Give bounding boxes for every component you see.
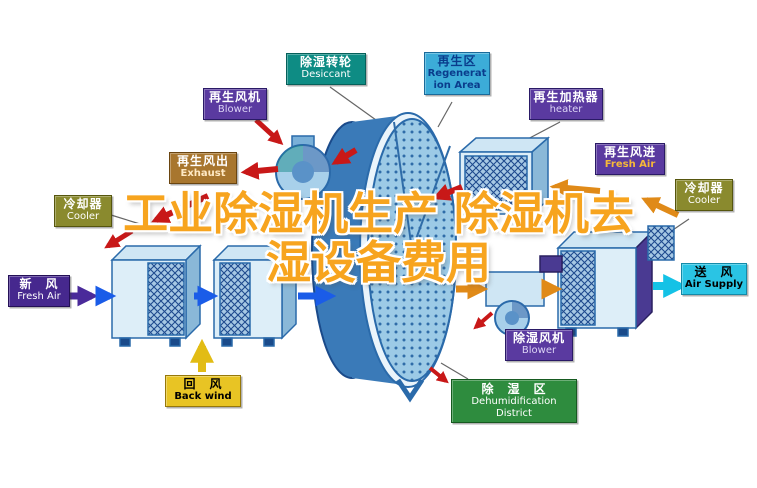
label-regen-heater-en: heater bbox=[549, 104, 583, 116]
supply-ahu-box bbox=[556, 230, 654, 337]
label-desiccant-wheel: 除湿转轮 Desiccant bbox=[286, 53, 366, 85]
label-fresh-air-inlet-zh: 新 风 bbox=[19, 277, 59, 291]
label-air-supply-zh: 送 风 bbox=[694, 265, 734, 279]
label-air-supply: 送 风 Air Supply bbox=[681, 263, 747, 295]
label-dehumidification-district-en2: District bbox=[496, 407, 532, 419]
label-regen-blower-zh: 再生风机 bbox=[208, 90, 261, 104]
desiccant-rotor bbox=[311, 112, 457, 403]
label-fresh-air-inlet: 新 风 Fresh Air bbox=[8, 275, 70, 307]
label-air-supply-en: Air Supply bbox=[684, 279, 744, 291]
label-dehumidification-district: 除 湿 区 Dehumidification District bbox=[451, 379, 577, 423]
label-dehumid-blower: 除湿风机 Blower bbox=[505, 329, 573, 361]
label-desiccant-wheel-en: Desiccant bbox=[301, 69, 351, 81]
label-cooler-left-zh: 冷却器 bbox=[63, 197, 103, 211]
label-fresh-air-inlet-en: Fresh Air bbox=[17, 291, 61, 303]
mixing-ahu-box bbox=[212, 244, 298, 347]
label-regeneration-area-zh: 再生区 bbox=[437, 54, 477, 68]
label-regeneration-area: 再生区 Regeneration Area bbox=[424, 52, 490, 95]
regen-blower-fan bbox=[275, 135, 331, 200]
label-leader-lines bbox=[110, 86, 690, 380]
label-regen-heater: 再生加热器 heater bbox=[529, 88, 603, 120]
cooler-coil-right bbox=[647, 225, 675, 261]
fresh-air-ahu-box bbox=[110, 244, 202, 347]
label-regen-fresh-air-zh: 再生风进 bbox=[603, 145, 656, 159]
label-cooler-right-en: Cooler bbox=[687, 195, 721, 207]
regen-heater-box bbox=[458, 136, 550, 216]
label-regeneration-area-en: Regeneration Area bbox=[427, 68, 487, 91]
label-regen-blower-en: Blower bbox=[217, 104, 253, 116]
label-dehumid-blower-en: Blower bbox=[521, 345, 557, 357]
airflow-arrows bbox=[70, 118, 688, 384]
label-regen-blower: 再生风机 Blower bbox=[203, 88, 267, 120]
label-regen-fresh-air-en: Fresh Air bbox=[604, 159, 656, 171]
label-regen-heater-zh: 再生加热器 bbox=[533, 90, 599, 104]
label-dehumidification-district-zh: 除 湿 区 bbox=[481, 382, 547, 396]
label-cooler-right-zh: 冷却器 bbox=[684, 181, 724, 195]
label-regen-fresh-air: 再生风进 Fresh Air bbox=[595, 143, 665, 175]
label-return-air: 回 风 Back wind bbox=[165, 375, 241, 407]
label-cooler-right: 冷却器 Cooler bbox=[675, 179, 733, 211]
label-regen-exhaust: 再生风出 Exhaust bbox=[169, 152, 237, 184]
label-regen-exhaust-zh: 再生风出 bbox=[176, 154, 229, 168]
label-dehumid-blower-zh: 除湿风机 bbox=[512, 331, 565, 345]
label-regen-exhaust-en: Exhaust bbox=[180, 168, 226, 180]
label-desiccant-wheel-zh: 除湿转轮 bbox=[299, 55, 352, 69]
dehumid-blower-fan bbox=[494, 300, 530, 336]
label-dehumidification-district-en1: Dehumidification bbox=[471, 396, 557, 408]
label-return-air-zh: 回 风 bbox=[183, 377, 223, 391]
supply-duct bbox=[485, 255, 563, 307]
label-cooler-left: 冷却器 Cooler bbox=[54, 195, 112, 227]
label-return-air-en: Back wind bbox=[174, 391, 232, 403]
label-cooler-left-en: Cooler bbox=[66, 211, 100, 223]
